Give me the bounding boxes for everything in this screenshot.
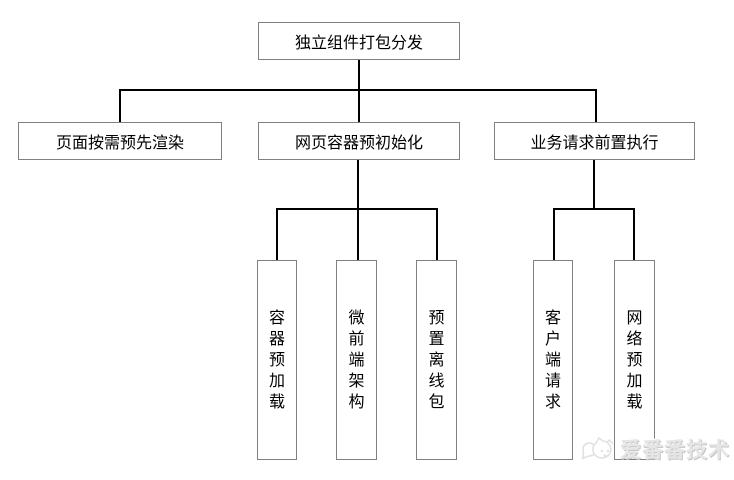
- node-label: 预置离线包: [428, 309, 445, 411]
- node-label: 网络预加载: [626, 309, 643, 411]
- node-label: 业务请求前置执行: [530, 135, 659, 152]
- node-leaf-client-request: 客户端请求: [533, 260, 573, 460]
- connector-branch3-horizontal: [553, 208, 635, 210]
- brand-watermark: 爱番番技术: [580, 434, 730, 464]
- connector-drop-leaf1: [276, 208, 278, 260]
- node-label: 页面按需预先渲染: [55, 135, 184, 152]
- node-branch-webview-preinit: 网页容器预初始化: [258, 122, 460, 160]
- connector-root-stem: [358, 60, 360, 122]
- node-label: 微前端架构: [348, 309, 365, 411]
- node-branch-page-prerender: 页面按需预先渲染: [18, 122, 222, 160]
- node-label: 客户端请求: [545, 309, 562, 411]
- node-leaf-network-preload: 网络预加载: [614, 260, 655, 460]
- node-label: 容器预加载: [269, 309, 286, 411]
- node-label: 独立组件打包分发: [294, 35, 423, 52]
- node-root-independent-component-packaging: 独立组件打包分发: [258, 22, 460, 60]
- connector-drop-branch3: [595, 89, 597, 122]
- brand-watermark-text: 爱番番技术: [620, 439, 730, 462]
- connector-drop-branch1: [119, 89, 121, 122]
- connector-branch2-stem: [357, 160, 359, 260]
- connector-level1-horizontal: [119, 89, 597, 91]
- cat-mascot-icon: [580, 434, 616, 464]
- connector-drop-leaf4: [553, 208, 555, 260]
- node-label: 网页容器预初始化: [294, 135, 423, 152]
- connector-branch2-horizontal: [276, 208, 438, 210]
- node-leaf-offline-package: 预置离线包: [416, 260, 457, 460]
- connector-branch3-stem: [593, 160, 595, 210]
- connector-drop-leaf3: [436, 208, 438, 260]
- connector-drop-leaf5: [633, 208, 635, 260]
- node-branch-request-preexecution: 业务请求前置执行: [494, 122, 695, 160]
- node-leaf-micro-frontend: 微前端架构: [336, 260, 377, 460]
- node-leaf-container-preload: 容器预加载: [257, 260, 297, 460]
